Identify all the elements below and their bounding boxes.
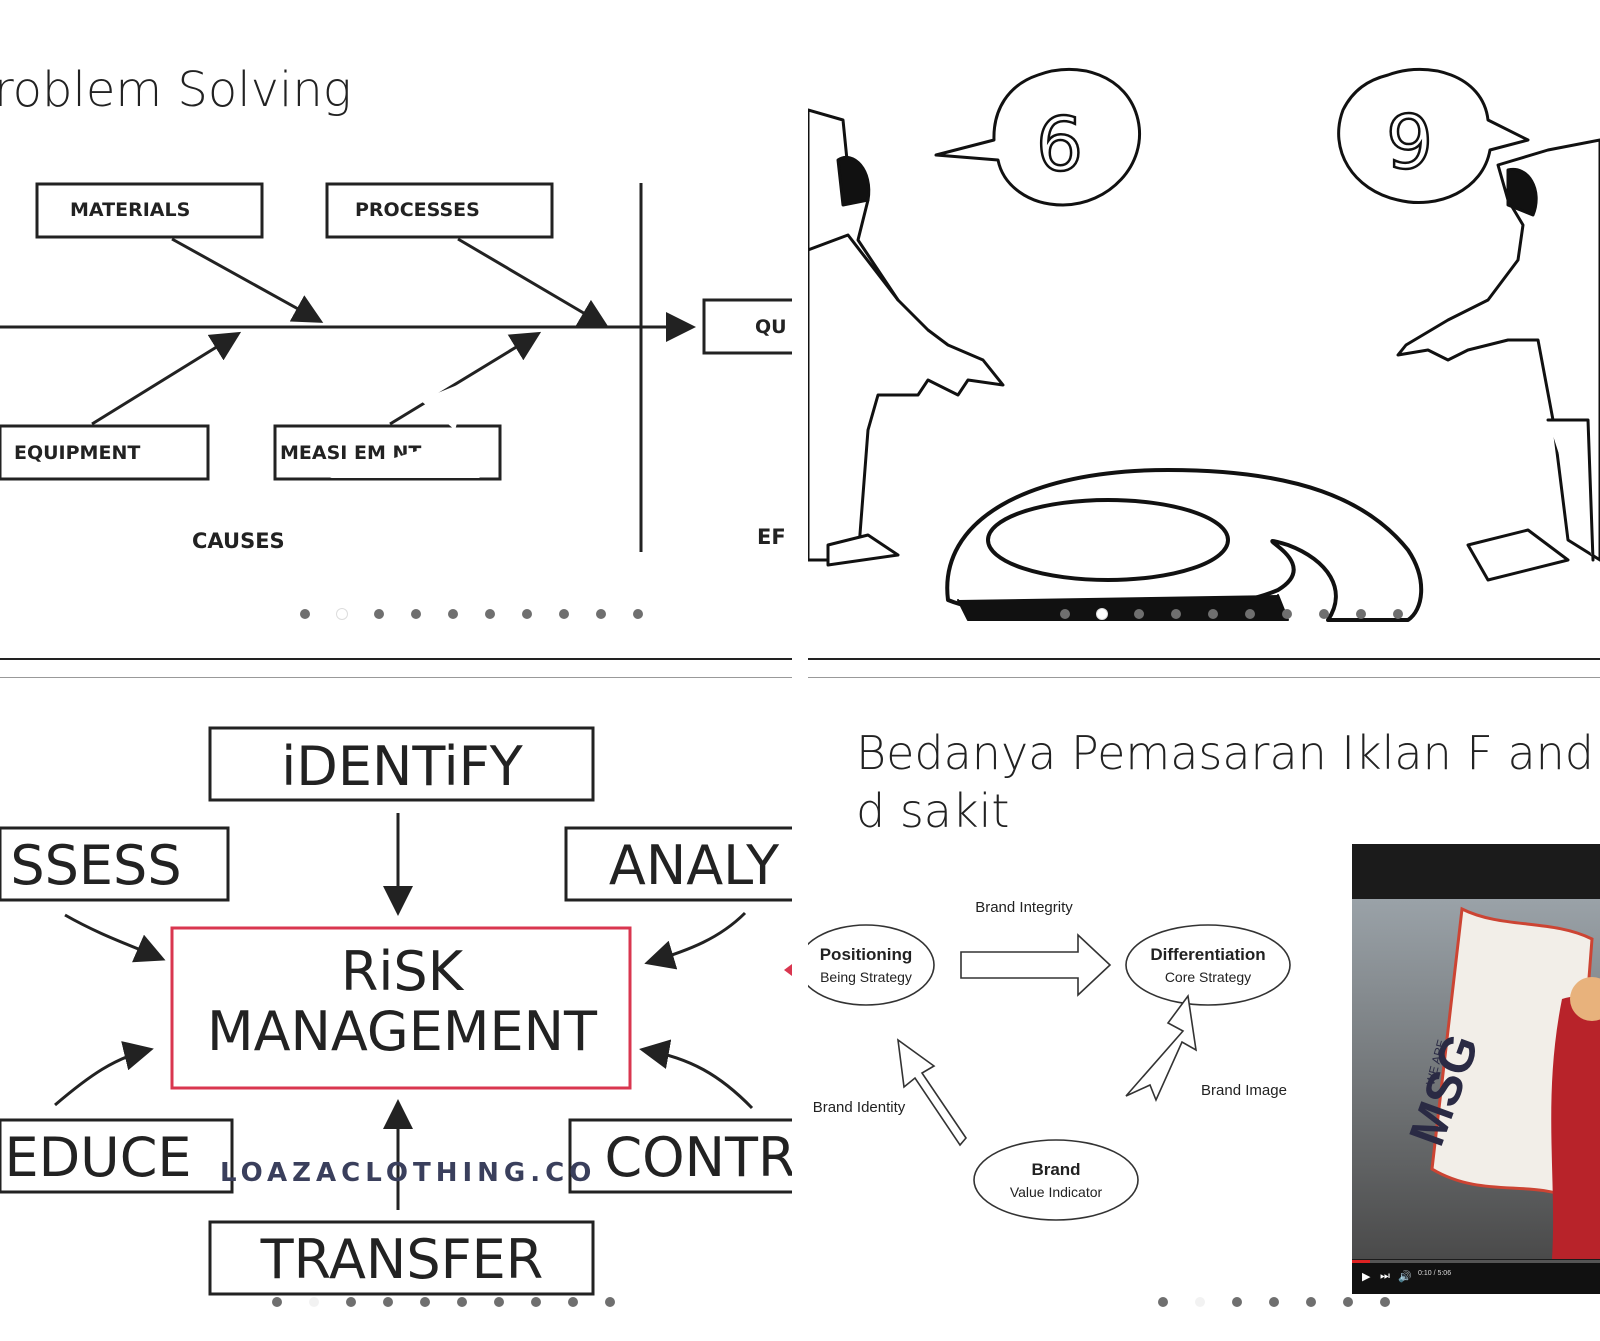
six-nine-cartoon: 6 9 — [808, 67, 1600, 622]
effect-box-label: QU — [755, 316, 787, 338]
volume-icon[interactable]: 🔊 — [1398, 1271, 1412, 1283]
page-dot[interactable] — [1269, 1297, 1279, 1307]
materials-label: MATERIALS — [70, 199, 190, 221]
page-dot[interactable] — [1245, 609, 1255, 619]
page-dot[interactable] — [633, 609, 643, 619]
page-dot[interactable] — [374, 609, 384, 619]
brand-sub-label: Value Indicator — [1010, 1184, 1103, 1200]
brand-cycle-diagram: Positioning Being Strategy Differentiati… — [808, 899, 1291, 1221]
fishbone-diagram: MATERIALS PROCESSES EQUIPMENT MEASI EM N… — [0, 182, 792, 553]
page-dot[interactable] — [448, 609, 458, 619]
risk-management-diagram: RiSK MANAGEMENT iDENTiFY SSESS ANALY EDU… — [0, 726, 792, 1296]
page-dot[interactable] — [1319, 609, 1329, 619]
video-controls: ▶ ⏭ 🔊 0:10 / 5:06 — [1352, 1260, 1600, 1294]
reduce-label: EDUCE — [4, 1126, 191, 1189]
slide-problem-solving: roblem Solving MATERIALS PROCESSES EQUIP… — [0, 0, 792, 670]
causes-label: CAUSES — [192, 529, 285, 553]
brand-identity-label: Brand Identity — [813, 1099, 906, 1116]
brand-integrity-label: Brand Integrity — [975, 899, 1073, 916]
page-dot[interactable] — [272, 1297, 282, 1307]
progress-fill[interactable] — [1352, 1260, 1370, 1263]
slide-perspective-cartoon: 6 9 — [808, 0, 1600, 670]
brand-label: Brand — [1031, 1160, 1080, 1179]
panel-divider — [808, 658, 1600, 660]
positioning-label: Positioning — [820, 945, 913, 964]
video-time: 0:10 / 5:06 — [1418, 1270, 1452, 1277]
flag-graphic: WE ARE MSG — [1398, 906, 1600, 1259]
panel-divider-light — [0, 677, 792, 678]
differentiation-label: Differentiation — [1150, 945, 1265, 964]
page-dot[interactable] — [457, 1297, 467, 1307]
page-dot[interactable] — [1232, 1297, 1242, 1307]
page-dot[interactable] — [1393, 609, 1403, 619]
control-label: CONTR — [604, 1126, 792, 1189]
panel-divider-light — [808, 677, 1600, 678]
page-dot[interactable] — [1158, 1297, 1168, 1307]
page-dot[interactable] — [531, 1297, 541, 1307]
transfer-label: TRANSFER — [260, 1228, 544, 1291]
slide-risk-management: RiSK MANAGEMENT iDENTiFY SSESS ANALY EDU… — [0, 680, 792, 1341]
slide-title: Bedanya Pemasaran Iklan F and B d sakit — [856, 726, 1600, 838]
page-dot[interactable] — [1097, 609, 1107, 619]
page-dot[interactable] — [1060, 609, 1070, 619]
page-dot[interactable] — [596, 609, 606, 619]
video-player[interactable]: WE ARE MSG ▶ ⏭ 🔊 0:10 / 5:06 — [1352, 844, 1600, 1294]
page-dot[interactable] — [568, 1297, 578, 1307]
page-dot[interactable] — [1208, 609, 1218, 619]
processes-label: PROCESSES — [355, 199, 480, 221]
differentiation-sub-label: Core Strategy — [1165, 969, 1251, 985]
page-dot[interactable] — [605, 1297, 615, 1307]
page-dot[interactable] — [1171, 609, 1181, 619]
risk-management-box — [170, 926, 632, 1090]
measurement-label: MEASI EM NT — [280, 442, 421, 464]
page-dot[interactable] — [337, 609, 347, 619]
page-dot[interactable] — [559, 609, 569, 619]
page-dot[interactable] — [346, 1297, 356, 1307]
svg-text:9: 9 — [1386, 100, 1433, 186]
page-dot[interactable] — [309, 1297, 319, 1307]
page-dot[interactable] — [1134, 609, 1144, 619]
page-dot[interactable] — [1306, 1297, 1316, 1307]
risk-label: RiSK — [341, 940, 465, 1003]
play-icon[interactable]: ▶ — [1362, 1271, 1371, 1283]
page-dot[interactable] — [485, 609, 495, 619]
page-dot[interactable] — [522, 609, 532, 619]
identify-label: iDENTiFY — [281, 735, 523, 798]
page-dot[interactable] — [1343, 1297, 1353, 1307]
slide-pagination — [1060, 609, 1403, 619]
slide-pagination — [272, 1297, 615, 1307]
video-frame: WE ARE MSG — [1352, 899, 1600, 1259]
effect-label: EF — [757, 525, 786, 549]
slide-pagination — [300, 609, 643, 619]
svg-text:6: 6 — [1036, 102, 1083, 188]
assess-label: SSESS — [10, 834, 181, 897]
analyze-label: ANALY — [609, 834, 780, 897]
page-dot[interactable] — [1195, 1297, 1205, 1307]
next-icon[interactable]: ⏭ — [1380, 1270, 1390, 1282]
page-dot[interactable] — [1282, 609, 1292, 619]
slide-brand-strategy: Bedanya Pemasaran Iklan F and B d sakit … — [808, 680, 1600, 1341]
page-dot[interactable] — [420, 1297, 430, 1307]
page-dot[interactable] — [411, 609, 421, 619]
management-label: MANAGEMENT — [207, 1000, 598, 1063]
positioning-sub-label: Being Strategy — [820, 969, 912, 985]
equipment-label: EQUIPMENT — [14, 442, 140, 464]
page-dot[interactable] — [1356, 609, 1366, 619]
page-dot[interactable] — [494, 1297, 504, 1307]
page-dot[interactable] — [300, 609, 310, 619]
watermark-text: LOAZACLOTHING.CO — [220, 1158, 597, 1188]
panel-divider — [0, 658, 792, 660]
page-dot[interactable] — [383, 1297, 393, 1307]
slide-pagination — [1158, 1297, 1390, 1307]
page-dot[interactable] — [1380, 1297, 1390, 1307]
brand-image-label: Brand Image — [1201, 1082, 1287, 1099]
slide-title: roblem Solving — [0, 62, 352, 118]
